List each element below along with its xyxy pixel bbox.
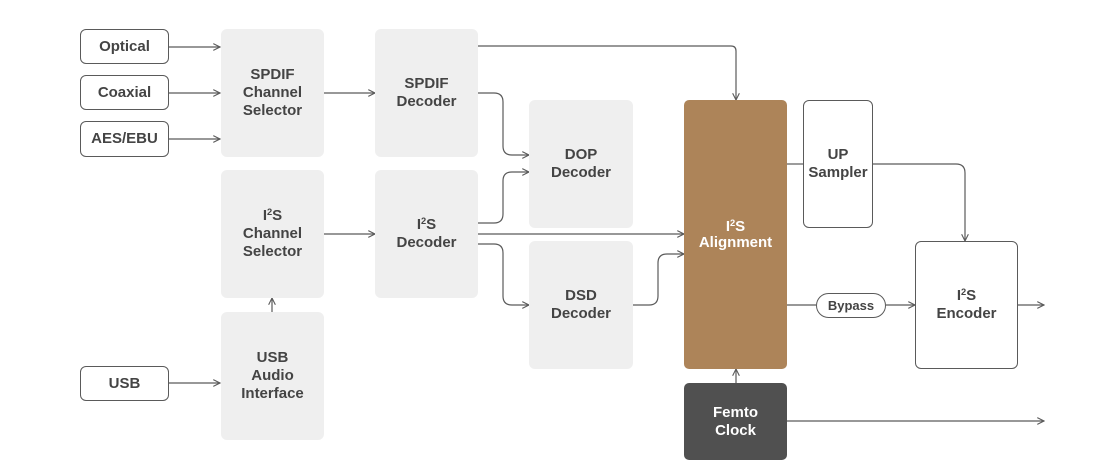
input-coaxial[interactable]: Coaxial [80, 75, 169, 110]
spdif-channel-selector[interactable]: SPDIF Channel Selector [221, 29, 324, 157]
dsd-decoder-label: DSD Decoder [550, 287, 612, 322]
wire-spdif-decoder-to-dop [478, 92, 529, 155]
i2s-alignment-label: I2S Alignment [698, 217, 773, 251]
up-sampler[interactable]: UP Sampler [803, 100, 873, 228]
i2s-alignment[interactable]: I2S Alignment [684, 100, 787, 369]
spdif-decoder-label: SPDIF Decoder [396, 75, 457, 110]
dsd-decoder[interactable]: DSD Decoder [529, 241, 633, 369]
i2s-encoder-label: I2S Encoder [936, 286, 997, 322]
input-aes-ebu[interactable]: AES/EBU [80, 121, 169, 157]
up-sampler-label: UP Sampler [808, 146, 868, 181]
input-usb[interactable]: USB [80, 366, 169, 401]
i2s-channel-selector[interactable]: I2S Channel Selector [221, 170, 324, 298]
femto-clock-label: Femto Clock [713, 403, 758, 439]
spdif-channel-selector-label: SPDIF Channel Selector [242, 66, 303, 119]
wire-i2s-decoder-to-dsd [478, 243, 529, 305]
input-optical[interactable]: Optical [80, 29, 169, 64]
bypass-label: Bypass [827, 297, 875, 313]
wire-spdif-decoder-to-alignment [478, 45, 736, 100]
i2s-decoder[interactable]: I2S Decoder [375, 170, 478, 298]
wire-i2s-decoder-to-dop [478, 172, 529, 224]
spdif-decoder[interactable]: SPDIF Decoder [375, 29, 478, 157]
input-aes-ebu-label: AES/EBU [91, 130, 158, 147]
usb-audio-interface[interactable]: USB Audio Interface [221, 312, 324, 440]
i2s-encoder[interactable]: I2S Encoder [915, 241, 1018, 369]
wire-upsampler-to-encoder [873, 163, 965, 241]
input-usb-label: USB [108, 374, 141, 392]
i2s-decoder-label: I2S Decoder [396, 215, 457, 251]
wire-dsd-to-alignment [632, 254, 684, 306]
dop-decoder-label: DOP Decoder [550, 146, 612, 181]
input-coaxial-label: Coaxial [97, 83, 152, 101]
usb-audio-interface-label: USB Audio Interface [241, 349, 304, 402]
input-optical-label: Optical [99, 37, 150, 55]
bypass[interactable]: Bypass [816, 293, 886, 318]
dop-decoder[interactable]: DOP Decoder [529, 100, 633, 228]
femto-clock[interactable]: Femto Clock [684, 383, 787, 460]
i2s-channel-selector-label: I2S Channel Selector [242, 206, 303, 260]
